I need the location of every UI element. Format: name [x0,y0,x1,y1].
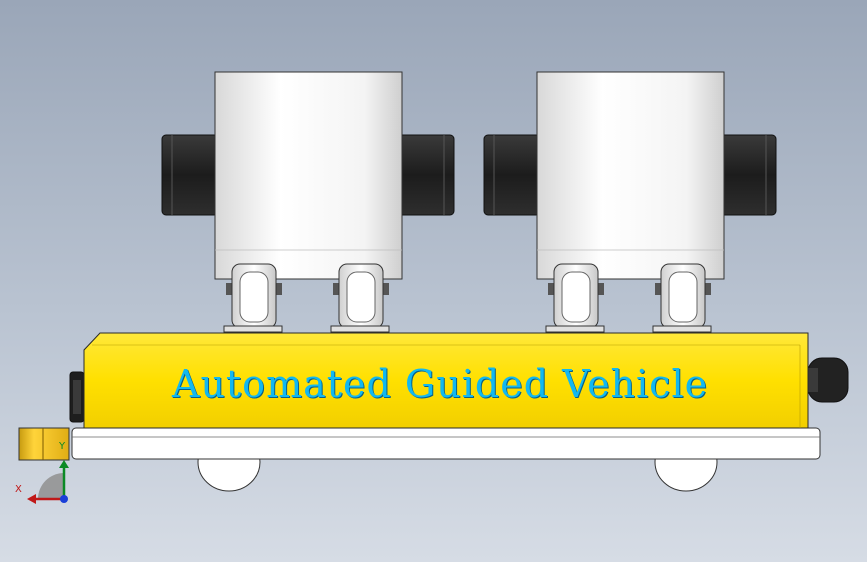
axis-y-label: Y [59,441,66,452]
coordinate-triad [27,460,69,504]
caster-right-b [652,263,712,333]
agv-label: Automated Guided Vehicle [172,362,709,406]
drum-module-left [161,71,455,333]
axis-x-label: X [15,484,22,495]
front-bumper-block [18,427,70,461]
caster-left-b [330,263,390,333]
base-plate [71,427,821,460]
agv-body [83,332,809,429]
caster-right-a [545,263,605,333]
caster-left-a [223,263,283,333]
drum-module-right [483,71,777,333]
